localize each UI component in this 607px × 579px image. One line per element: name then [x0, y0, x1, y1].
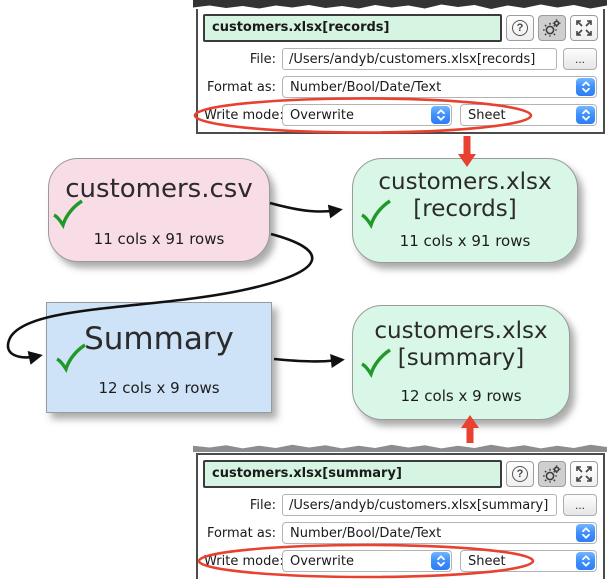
write-mode-value: Overwrite — [290, 107, 354, 123]
chevron-up-down-icon — [576, 106, 595, 124]
node-summary[interactable]: Summary 12 cols x 9 rows — [46, 302, 272, 413]
node-title-line2: [summary] — [397, 345, 525, 372]
node-stats: 11 cols x 91 rows — [399, 232, 531, 250]
format-as-value: Number/Bool/Date/Text — [290, 525, 442, 541]
write-mode-value: Overwrite — [290, 553, 354, 569]
chevron-up-down-icon — [431, 106, 450, 124]
browse-button[interactable]: ... — [563, 48, 597, 70]
success-check-icon — [361, 199, 391, 229]
node-customers-xlsx-summary[interactable]: customers.xlsx [summary] 12 cols x 9 row… — [352, 305, 570, 420]
connector-summary-to-xlsx — [273, 354, 345, 368]
format-as-label: Format as: — [206, 79, 276, 95]
file-path-input[interactable]: /Users/andyb/customers.xlsx[records] — [282, 48, 557, 70]
expand-icon — [576, 20, 592, 36]
chevron-up-down-icon — [576, 78, 595, 96]
node-title: customers.csv — [65, 174, 253, 204]
node-customers-xlsx-records[interactable]: customers.xlsx [records] 11 cols x 91 ro… — [352, 158, 578, 263]
panel-title-summary[interactable]: customers.xlsx[summary] — [203, 460, 502, 488]
connector-csv-to-records — [269, 201, 343, 219]
help-button[interactable]: ? — [506, 15, 534, 41]
success-check-icon — [361, 348, 391, 378]
gear-icon — [543, 465, 561, 483]
chevron-up-down-icon — [576, 524, 595, 542]
expand-button[interactable] — [570, 15, 598, 41]
settings-button[interactable] — [538, 15, 566, 41]
format-as-select[interactable]: Number/Bool/Date/Text — [282, 522, 597, 544]
node-title: Summary — [84, 321, 234, 357]
help-icon: ? — [512, 466, 528, 482]
format-as-value: Number/Bool/Date/Text — [290, 79, 442, 95]
file-path-input[interactable]: /Users/andyb/customers.xlsx[summary] — [282, 494, 557, 516]
torn-edge-top — [193, 0, 607, 9]
success-check-icon — [53, 199, 83, 229]
write-target-value: Sheet — [468, 553, 506, 569]
output-panel-records: customers.xlsx[records] ? — [196, 9, 605, 134]
write-mode-select[interactable]: Overwrite — [282, 550, 452, 572]
node-title-line1: customers.xlsx — [374, 318, 548, 344]
gear-icon — [543, 19, 561, 37]
settings-button[interactable] — [538, 461, 566, 487]
write-target-value: Sheet — [468, 107, 506, 123]
node-stats: 11 cols x 91 rows — [93, 230, 225, 248]
torn-edge-bottom-panel — [193, 444, 607, 452]
browse-button[interactable]: ... — [563, 494, 597, 516]
expand-button[interactable] — [570, 461, 598, 487]
write-mode-label: Write mode: — [204, 553, 284, 569]
chevron-up-down-icon — [576, 552, 595, 570]
help-button[interactable]: ? — [506, 461, 534, 487]
output-panel-summary: customers.xlsx[summary] ? — [196, 453, 605, 579]
help-icon: ? — [512, 20, 528, 36]
node-customers-csv[interactable]: customers.csv 11 cols x 91 rows — [48, 158, 270, 262]
node-stats: 12 cols x 9 rows — [98, 379, 220, 397]
panel-title-records[interactable]: customers.xlsx[records] — [203, 14, 502, 42]
file-label: File: — [249, 497, 276, 513]
node-title-line1: customers.xlsx — [378, 169, 552, 195]
write-target-select[interactable]: Sheet — [460, 104, 597, 126]
node-title-line2: [records] — [413, 196, 517, 223]
write-mode-select[interactable]: Overwrite — [282, 104, 452, 126]
success-check-icon — [56, 343, 86, 373]
format-as-label: Format as: — [206, 525, 276, 541]
format-as-select[interactable]: Number/Bool/Date/Text — [282, 76, 597, 98]
write-mode-label: Write mode: — [204, 107, 284, 123]
expand-icon — [576, 466, 592, 482]
write-target-select[interactable]: Sheet — [460, 550, 597, 572]
node-stats: 12 cols x 9 rows — [400, 387, 522, 405]
file-label: File: — [249, 51, 276, 67]
chevron-up-down-icon — [431, 552, 450, 570]
